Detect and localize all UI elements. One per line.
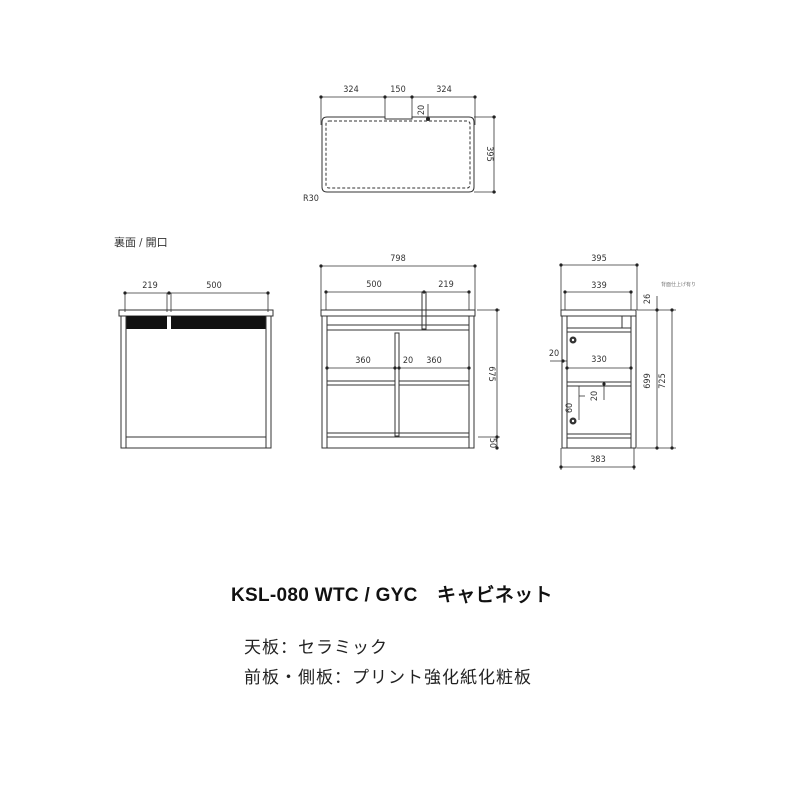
- dim-label: 675: [486, 366, 496, 381]
- side-view: 395 339 背面仕上げ有り 330 20 20 60 26 699 725: [549, 254, 696, 470]
- dim-label: 330: [591, 355, 606, 365]
- spec-panels: 前板・側板：プリント強化紙化粧板: [244, 668, 532, 687]
- hinge-icon: [569, 417, 577, 425]
- side-note: 背面仕上げ有り: [661, 281, 696, 288]
- dim-label: 360: [426, 356, 441, 366]
- dim-label: 360: [355, 356, 370, 366]
- dim-label: 324: [343, 85, 358, 95]
- dim-label: 725: [658, 373, 668, 388]
- dim-label: 20: [549, 349, 559, 359]
- top-view: 324 150 324 20 395 R30: [303, 85, 496, 204]
- back-view: 裏面 / 開口 219 500: [114, 235, 274, 449]
- dim-label: 20: [417, 105, 427, 115]
- dim-label: 383: [590, 455, 605, 465]
- dim-label: 60: [565, 403, 575, 413]
- dim-label: 20: [590, 391, 600, 401]
- dim-label: 219: [142, 281, 157, 291]
- dim-label: 500: [206, 281, 221, 291]
- dim-label: 26: [643, 294, 653, 304]
- dim-label: 219: [438, 280, 453, 290]
- dim-label: 798: [390, 254, 405, 264]
- hinge-icon: [569, 336, 577, 344]
- radius-label: R30: [303, 194, 319, 204]
- back-view-label: 裏面 / 開口: [114, 235, 168, 249]
- dim-label: 324: [436, 85, 451, 95]
- dim-label: 699: [643, 373, 653, 388]
- dim-label: 150: [390, 85, 405, 95]
- dim-label: 395: [591, 254, 606, 264]
- front-view: 798 500 219 360 20 360 675 50: [319, 254, 500, 450]
- dim-label: 500: [366, 280, 381, 290]
- dim-label: 50: [487, 438, 497, 448]
- spec-top-board: 天板：セラミック: [244, 638, 388, 657]
- product-title: KSL-080 WTC / GYC キャビネット: [231, 585, 553, 606]
- dim-label: 395: [484, 146, 494, 161]
- dim-label: 20: [403, 356, 413, 366]
- dim-label: 339: [591, 281, 606, 291]
